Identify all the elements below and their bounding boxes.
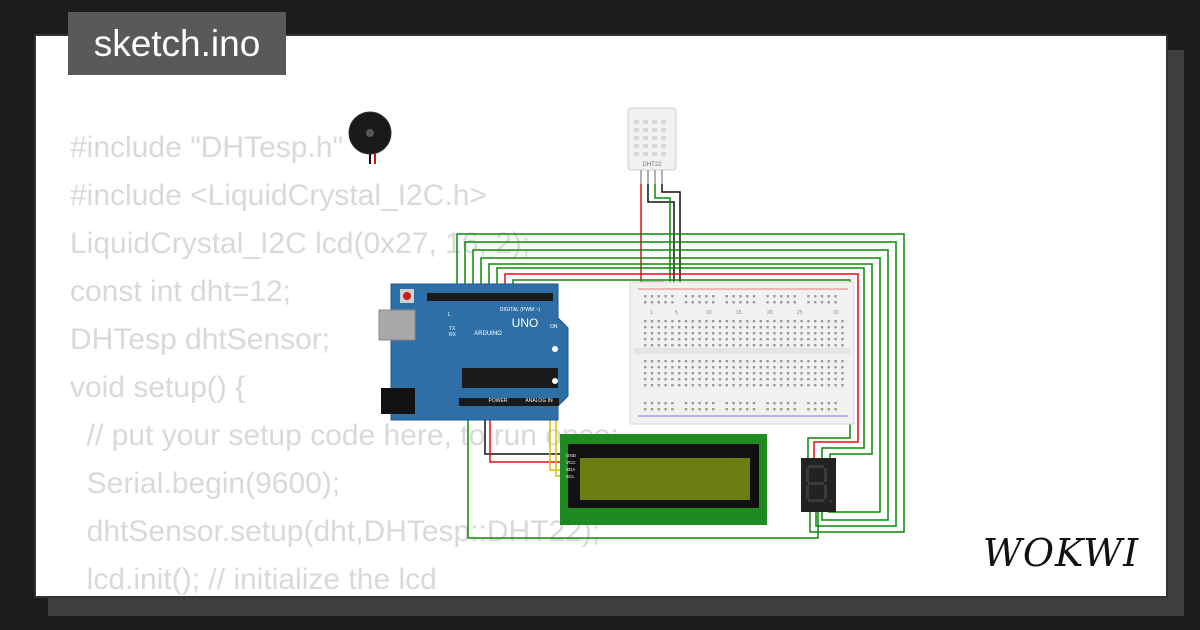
breadboard-number: 20 <box>767 310 773 316</box>
dht22-label: DHT22 <box>642 162 662 168</box>
lcd-pin-label: SCL <box>566 474 575 479</box>
breadboard-number: 25 <box>797 310 803 316</box>
wokwi-logo-text: WOKWI <box>983 531 1139 575</box>
on-label: ON <box>550 324 558 330</box>
uno-label: UNO <box>512 316 539 330</box>
breadboard-number: 1 <box>650 310 653 316</box>
power-header: POWER <box>489 398 508 404</box>
breadboard-number: 5 <box>675 310 678 316</box>
analog-header: ANALOG IN <box>525 398 553 404</box>
code-line: LiquidCrystal_I2C lcd(0x27, 16, 2); <box>70 227 531 260</box>
code-line: lcd.init(); // initialize the lcd <box>70 563 437 596</box>
buzzer[interactable] <box>348 111 392 164</box>
breadboard-number: 30 <box>833 310 839 316</box>
breadboard-holes <box>644 295 844 411</box>
breadboard-number: 15 <box>736 310 742 316</box>
wokwi-logo: WOKWI <box>983 531 1139 575</box>
code-line: DHTesp dhtSensor; <box>70 323 331 356</box>
l-label: L <box>448 312 451 318</box>
breadboard[interactable]: 1 5 10 15 20 25 30 <box>629 281 855 425</box>
wires <box>456 184 905 539</box>
rx-label: RX <box>449 332 457 338</box>
code-preview: #include "DHTesp.h" #include <LiquidCryst… <box>70 124 619 596</box>
tx-label: TX <box>449 326 456 332</box>
code-line: #include <LiquidCrystal_I2C.h> <box>70 179 487 212</box>
dht22-sensor[interactable]: DHT22 <box>627 107 677 184</box>
code-line: Serial.begin(9600); <box>70 467 341 500</box>
lcd-pin-label: SDA <box>566 467 575 472</box>
lcd-pin-label: GND <box>566 453 577 458</box>
arduino-uno[interactable]: DIGITAL (PWM ~) ARDUINO UNO ON L TX RX P… <box>378 283 569 421</box>
preview-canvas: #include "DHTesp.h" #include <LiquidCryst… <box>34 34 1168 598</box>
arduino-logo-text: ARDUINO <box>474 331 502 337</box>
digital-header: DIGITAL (PWM ~) <box>500 307 540 313</box>
sketch-title: sketch.ino <box>68 12 286 75</box>
code-line: dhtSensor.setup(dht,DHTesp::DHT22); <box>70 515 601 548</box>
code-line: #include "DHTesp.h" <box>70 131 344 164</box>
lcd-display[interactable]: GND VCC SDA SCL <box>560 434 767 525</box>
lcd-pin-label: VCC <box>566 460 576 465</box>
circuit-diagram: DHT22 <box>348 107 905 539</box>
code-line: void setup() { <box>70 371 246 404</box>
code-line: const int dht=12; <box>70 275 291 308</box>
seven-segment-display[interactable] <box>801 458 836 512</box>
breadboard-number: 10 <box>706 310 712 316</box>
